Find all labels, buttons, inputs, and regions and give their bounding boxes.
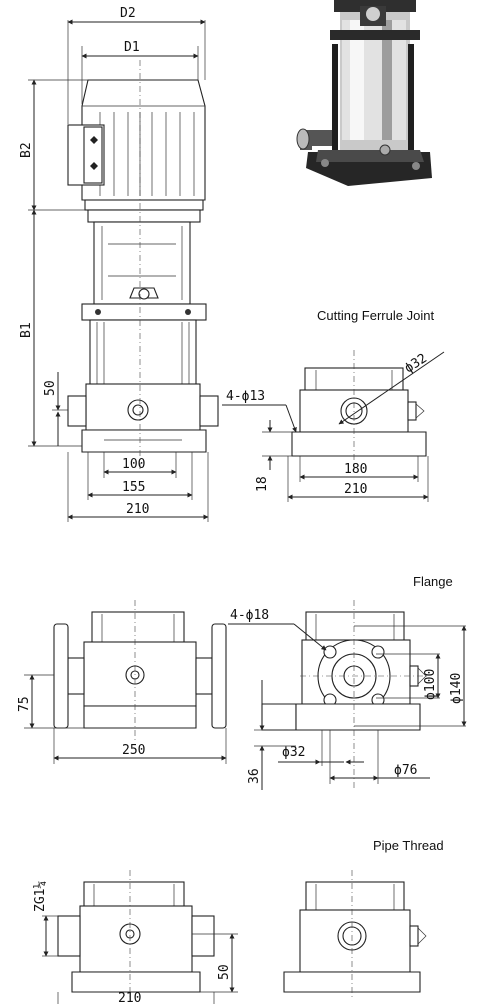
ferrule-dim-180-label: 180: [344, 462, 367, 477]
flange-dim-holes-label: 4-ϕ18: [230, 608, 269, 623]
flange-front-view: 75 250: [17, 600, 227, 764]
dim-d2-label: D2: [120, 6, 136, 21]
section-pipe-thread-title: Pipe Thread: [373, 838, 444, 853]
ferrule-dim-holes-label: 4-ϕ13: [226, 389, 265, 404]
flange-side-view: 4-ϕ18 ϕ100 ϕ140 ϕ32 36 ϕ76: [228, 600, 467, 790]
dim-100-label: 100: [122, 457, 145, 472]
flange-dim-36-label: 36: [247, 768, 262, 784]
section-flange-title: Flange: [413, 574, 453, 589]
dim-155-label: 155: [122, 480, 145, 495]
thread-dim-zg-label: ZG1¼: [33, 881, 48, 912]
thread-dim-210-label: 210: [118, 991, 141, 1004]
flange-dim-32-label: ϕ32: [282, 745, 305, 760]
pump-photo: [296, 0, 432, 186]
ferrule-side-view: ϕ32 4-ϕ13 18 180 210: [222, 350, 445, 502]
thread-dim-50-label: 50: [217, 964, 232, 980]
ferrule-dim-32-label: ϕ32: [402, 351, 430, 376]
thread-side-view: [283, 870, 427, 1000]
flange-dim-75-label: 75: [17, 696, 32, 712]
ferrule-dim-210-label: 210: [344, 482, 367, 497]
dim-d1-label: D1: [124, 40, 140, 55]
dim-b1-label: B1: [19, 322, 34, 338]
main-front-view: D2 D1 B2 B1 50 100 155 210: [19, 6, 219, 522]
thread-front-view: ZG1¼ 50 210: [33, 870, 238, 1004]
section-cutting-ferrule-title: Cutting Ferrule Joint: [317, 308, 434, 323]
flange-dim-100-label: ϕ100: [423, 669, 438, 700]
dim-b2-label: B2: [19, 142, 34, 158]
flange-dim-250-label: 250: [122, 743, 145, 758]
ferrule-dim-18-label: 18: [255, 476, 270, 492]
dim-50-label: 50: [43, 380, 58, 396]
flange-dim-76-label: ϕ76: [394, 763, 417, 778]
dim-210-label: 210: [126, 502, 149, 517]
flange-dim-140-label: ϕ140: [449, 673, 464, 704]
